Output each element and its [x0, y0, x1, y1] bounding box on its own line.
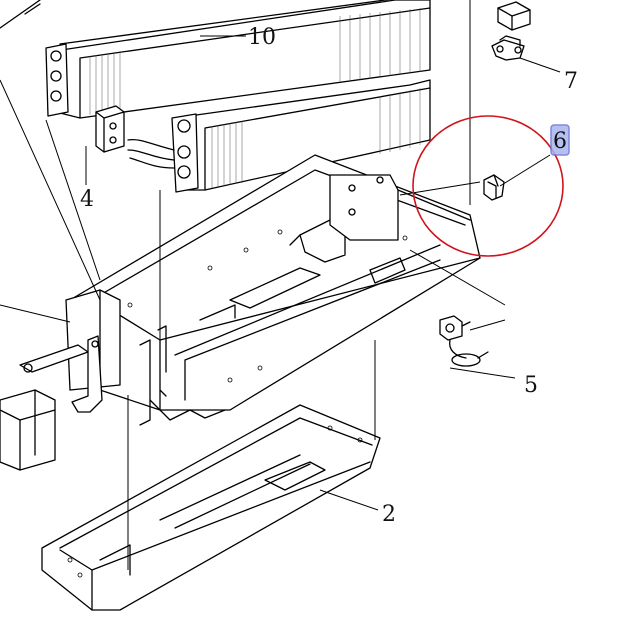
blower-box [0, 389, 56, 471]
clip-part-7 [491, 1, 531, 61]
callout-6-highlight [550, 124, 570, 156]
callout-2: 2 [382, 502, 396, 527]
bottom-cover [41, 404, 381, 611]
evaporator-coil-upper [0, 0, 431, 119]
evaporator-coil-lower [127, 79, 431, 193]
highlight-circle [412, 115, 564, 257]
housing-tray [65, 154, 481, 426]
temperature-sensor-part-5 [439, 315, 489, 367]
callout-5: 5 [524, 373, 538, 398]
clip-part-6 [483, 174, 505, 201]
callout-7: 7 [564, 69, 578, 94]
leader-lines [0, 0, 561, 570]
callout-6: 6 [553, 129, 567, 154]
expansion-valve [95, 105, 125, 153]
callout-4: 4 [80, 187, 94, 212]
callout-10: 10 [248, 25, 276, 50]
mounting-bracket-left [19, 335, 103, 413]
